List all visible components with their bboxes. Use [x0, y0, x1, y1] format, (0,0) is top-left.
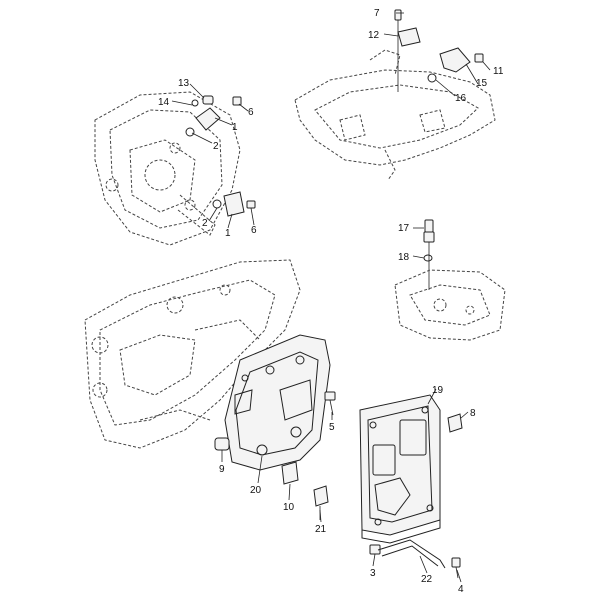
callout-6-lower: 6	[251, 225, 257, 236]
callout-16: 16	[455, 93, 467, 104]
callout-18: 18	[398, 252, 410, 263]
callout-9: 9	[219, 464, 225, 475]
callout-17: 17	[398, 223, 410, 234]
callout-2-top: 2	[213, 141, 219, 152]
callout-7: 7	[374, 8, 380, 19]
callout-11: 11	[493, 66, 504, 77]
callout-21: 21	[315, 524, 327, 535]
leader-lines	[171, 12, 491, 583]
callout-6-top: 6	[248, 107, 254, 118]
pressure-sensor-assembly	[394, 9, 484, 92]
callout-5: 5	[329, 422, 335, 433]
callout-1-lower: 1	[225, 228, 231, 239]
ecu-module	[359, 394, 441, 544]
callout-22: 22	[421, 574, 433, 585]
camshaft-sensor-assembly	[185, 95, 242, 137]
callout-15: 15	[476, 78, 488, 89]
callout-10: 10	[283, 502, 295, 513]
callout-1-top: 1	[232, 122, 238, 133]
cylinder-head	[294, 49, 496, 181]
engine-block-left	[84, 259, 301, 449]
coolant-temperature-sensor-assembly	[394, 219, 506, 341]
callout-4: 4	[458, 584, 464, 595]
ecu-fasteners	[369, 413, 463, 579]
callout-12: 12	[368, 30, 380, 41]
callout-2-lower: 2	[202, 218, 208, 229]
callout-14: 14	[158, 97, 170, 108]
ecu-bracket	[224, 334, 331, 471]
callout-8: 8	[470, 408, 476, 419]
callout-20: 20	[250, 485, 262, 496]
callout-labels: 7 12 11 15 16 13 14 6 1 2 2 1 6 17 18 19…	[158, 8, 504, 595]
callout-3: 3	[370, 568, 376, 579]
engine-front-cover	[94, 91, 241, 246]
callout-19: 19	[432, 385, 444, 396]
callout-13: 13	[178, 78, 190, 89]
